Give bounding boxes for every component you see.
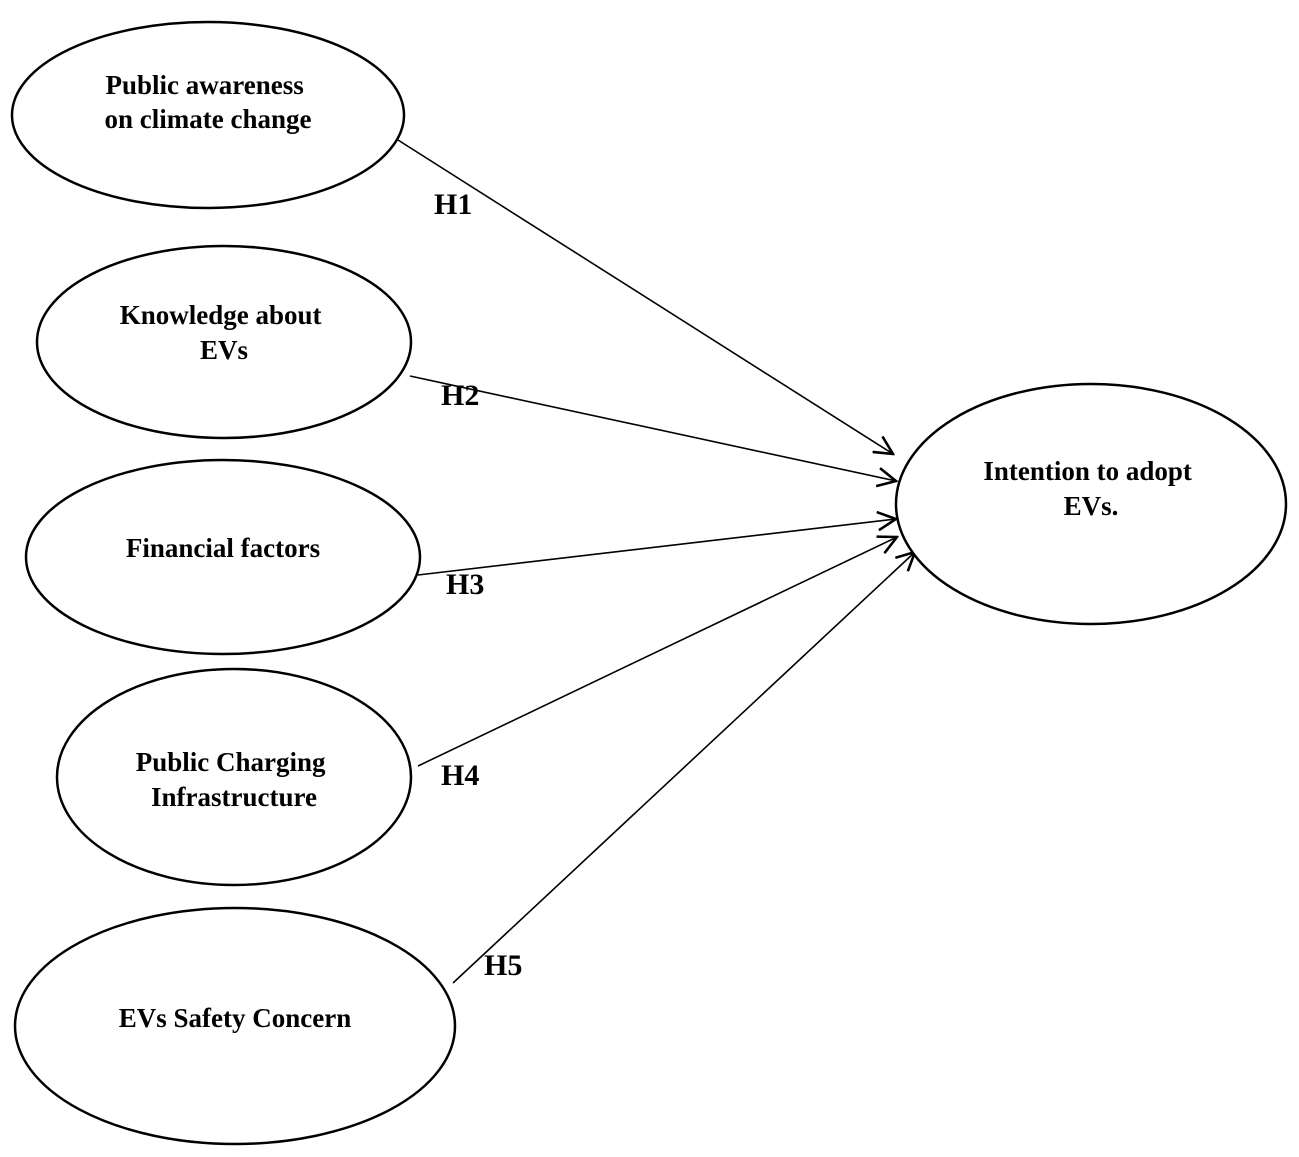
node-safety-label: EVs Safety Concern bbox=[119, 1003, 351, 1033]
node-knowledge-label: Knowledge about EVs bbox=[120, 300, 329, 365]
node-intention-line-1: Intention to adopt bbox=[983, 456, 1192, 486]
node-knowledge-ellipse bbox=[35, 244, 413, 440]
node-safety: EVs Safety Concern bbox=[13, 906, 457, 1146]
node-financial-line-1: Financial factors bbox=[126, 533, 320, 563]
node-intention-line-2: EVs. bbox=[1064, 491, 1119, 521]
node-charging-line-1: Public Charging bbox=[136, 747, 326, 777]
node-climate-ellipse bbox=[10, 20, 406, 210]
node-intention: Intention to adopt EVs. bbox=[894, 382, 1288, 626]
node-charging-line-2: Infrastructure bbox=[151, 782, 317, 812]
node-climate-line-1: Public awareness bbox=[105, 70, 303, 100]
node-financial-label: Financial factors bbox=[126, 533, 320, 563]
node-financial: Financial factors bbox=[24, 458, 422, 656]
node-safety-ellipse bbox=[13, 906, 457, 1146]
edge-label-h1: H1 bbox=[434, 188, 472, 221]
edge-h3-arrow bbox=[417, 519, 896, 576]
node-financial-ellipse bbox=[24, 458, 422, 656]
node-knowledge-line-1: Knowledge about bbox=[120, 300, 322, 330]
node-safety-line-1: EVs Safety Concern bbox=[119, 1003, 351, 1033]
edge-h4-arrow bbox=[417, 537, 897, 767]
node-climate-line-2: on climate change bbox=[105, 104, 312, 134]
edge-h2-arrow bbox=[409, 375, 896, 481]
node-climate: Public awareness on climate change bbox=[10, 20, 406, 210]
node-charging: Public Charging Infrastructure bbox=[55, 667, 413, 887]
node-charging-label: Public Charging Infrastructure bbox=[136, 747, 333, 812]
edge-label-h4: H4 bbox=[441, 759, 479, 792]
node-intention-label: Intention to adopt EVs. bbox=[983, 456, 1198, 521]
edge-h1-arrow bbox=[397, 139, 893, 454]
edge-label-h3: H3 bbox=[446, 568, 484, 601]
node-knowledge-line-2: EVs bbox=[200, 335, 248, 365]
edge-label-h2: H2 bbox=[441, 379, 479, 412]
edge-label-h5: H5 bbox=[484, 949, 522, 982]
node-knowledge: Knowledge about EVs bbox=[35, 244, 413, 440]
edges: H1 H2 H3 H4 H5 bbox=[397, 139, 915, 984]
node-charging-ellipse bbox=[55, 667, 413, 887]
edge-h5-arrow bbox=[452, 552, 915, 984]
node-climate-label: Public awareness on climate change bbox=[105, 70, 312, 134]
node-intention-ellipse bbox=[894, 382, 1288, 626]
